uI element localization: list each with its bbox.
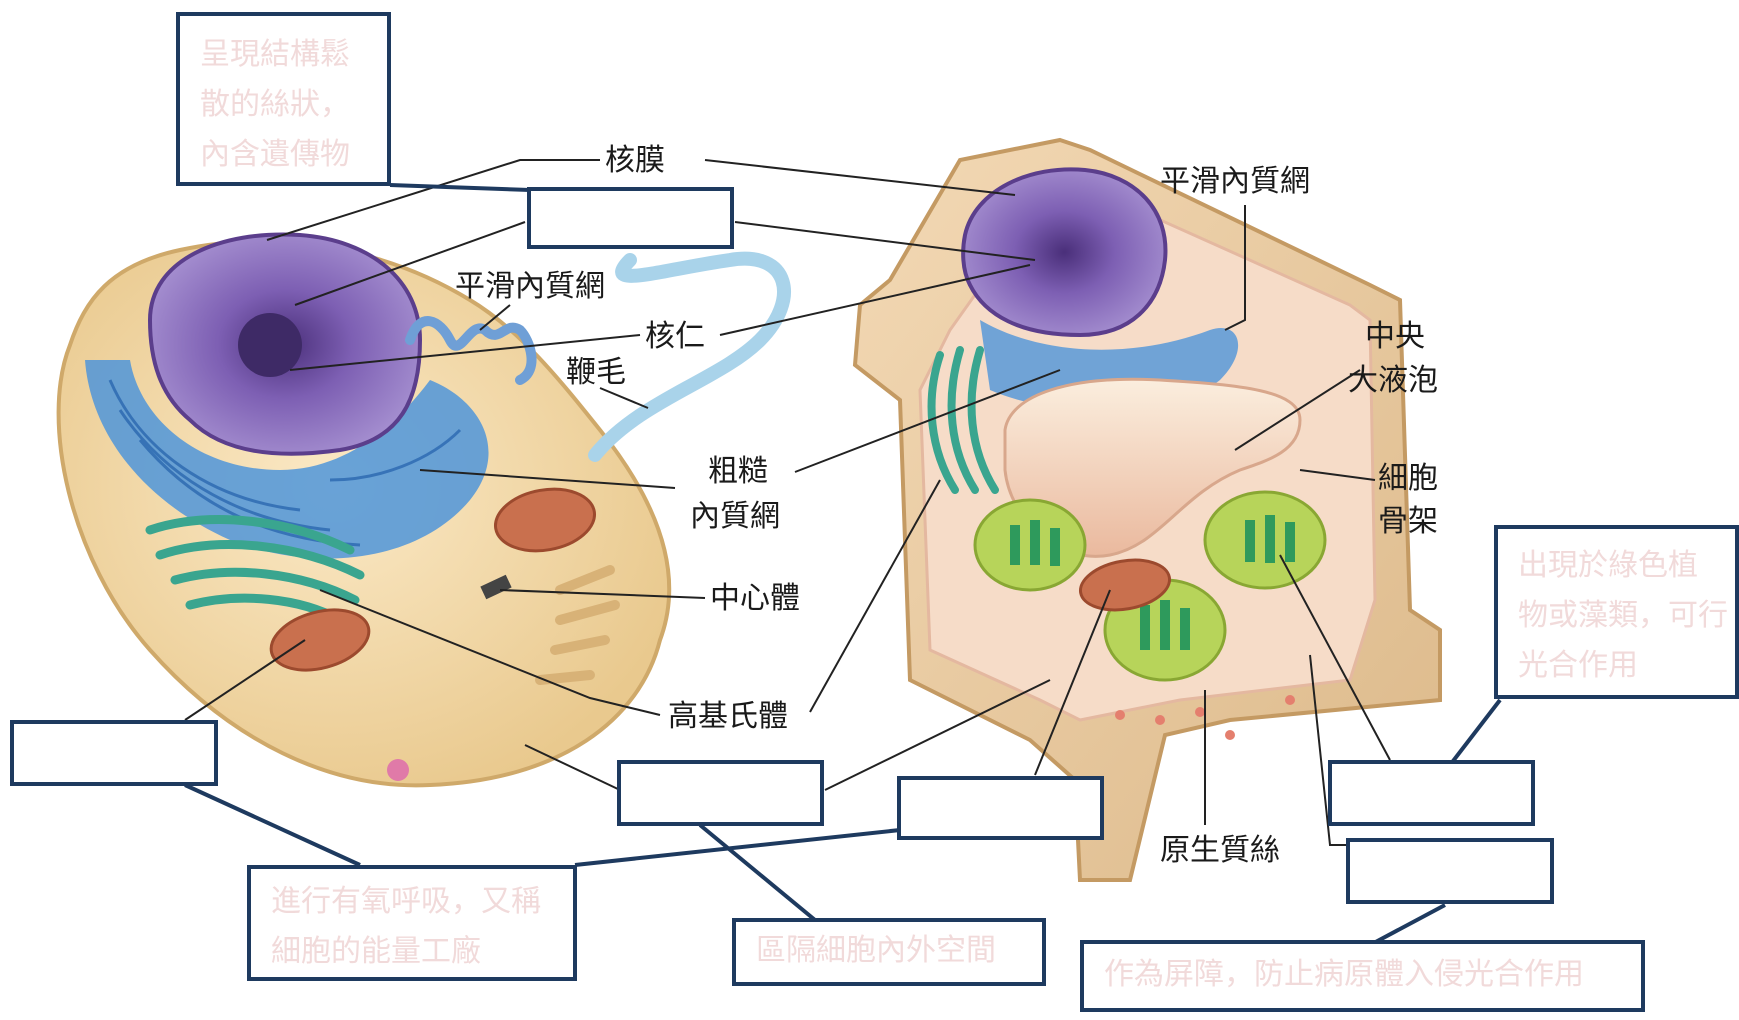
hint-chloroplast-line-2: 物或藻類，可行 bbox=[1518, 591, 1725, 641]
label-golgi: 高基氏體 bbox=[668, 698, 788, 736]
blank-mitochondria-animal[interactable] bbox=[10, 720, 218, 786]
label-cytoskeleton-2: 骨架 bbox=[1378, 503, 1438, 541]
label-centrosome: 中心體 bbox=[710, 580, 800, 618]
blank-cell-wall[interactable] bbox=[1346, 838, 1554, 904]
blank-chloroplast[interactable] bbox=[1328, 760, 1535, 826]
label-rough-er-1: 粗糙 bbox=[708, 453, 768, 491]
label-cytoskeleton-1: 細胞 bbox=[1378, 460, 1438, 498]
label-central-vacuole-1: 中央 bbox=[1365, 318, 1425, 356]
hint-nucleus: 呈現結構鬆 散的絲狀， 內含遺傳物 bbox=[176, 12, 391, 186]
hint-mitochondria-line-1: 進行有氧呼吸，又稱 bbox=[271, 877, 553, 927]
hint-chloroplast-line-1: 出現於綠色植 bbox=[1518, 541, 1725, 591]
hint-mitochondria: 進行有氧呼吸，又稱 細胞的能量工廠 bbox=[247, 865, 577, 981]
label-smooth-er-animal: 平滑內質網 bbox=[455, 268, 605, 306]
hint-cell-membrane-line-1: 區隔細胞內外空間 bbox=[756, 926, 1022, 976]
hint-cell-wall: 作為屏障，防止病原體入侵光合作用 bbox=[1080, 940, 1645, 1012]
label-plasmodesmata: 原生質絲 bbox=[1160, 832, 1280, 870]
hint-mitochondria-line-2: 細胞的能量工廠 bbox=[271, 927, 553, 977]
plant-nucleus bbox=[963, 169, 1165, 335]
hint-cell-wall-line-1: 作為屏障，防止病原體入侵光合作用 bbox=[1104, 950, 1621, 1000]
label-flagellum: 鞭毛 bbox=[566, 354, 626, 392]
hint-chloroplast-line-3: 光合作用 bbox=[1518, 641, 1725, 691]
blank-mitochondria-plant[interactable] bbox=[897, 776, 1104, 840]
hint-nucleus-line-1: 呈現結構鬆 bbox=[200, 30, 367, 80]
label-smooth-er-plant: 平滑內質網 bbox=[1160, 163, 1310, 201]
blank-nucleus[interactable] bbox=[527, 187, 734, 249]
label-nuclear-envelope: 核膜 bbox=[605, 142, 665, 180]
hint-nucleus-line-3: 內含遺傳物 bbox=[200, 130, 367, 180]
hint-cell-membrane: 區隔細胞內外空間 bbox=[732, 918, 1046, 986]
hint-nucleus-line-2: 散的絲狀， bbox=[200, 80, 367, 130]
blank-cell-membrane[interactable] bbox=[617, 760, 824, 826]
label-rough-er-2: 內質網 bbox=[690, 498, 780, 536]
label-central-vacuole-2: 大液泡 bbox=[1348, 362, 1438, 400]
label-nucleolus: 核仁 bbox=[645, 318, 705, 356]
animal-nucleolus bbox=[238, 313, 302, 377]
hint-chloroplast: 出現於綠色植 物或藻類，可行 光合作用 bbox=[1494, 525, 1739, 699]
